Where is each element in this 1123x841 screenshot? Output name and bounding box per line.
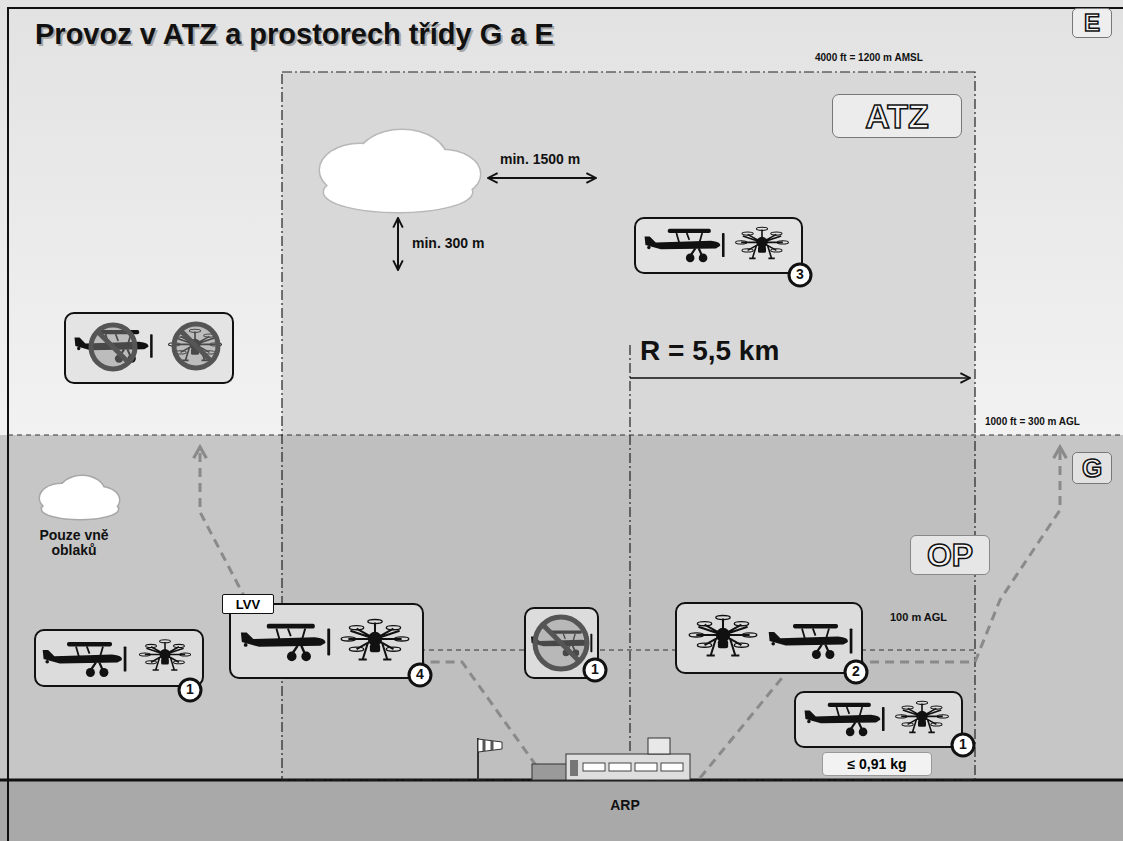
prohibited-box: [65, 313, 233, 383]
drone-icon: [341, 619, 409, 659]
frame: [8, 8, 1123, 841]
atz-upper-area: [282, 72, 975, 435]
node-text: LVV: [236, 598, 260, 611]
callout-number: 1: [186, 682, 194, 697]
windsock-stripes: [484, 740, 492, 751]
aircraft-group: [795, 692, 962, 747]
cloud: [320, 130, 480, 212]
drone-icon: [689, 615, 757, 655]
cloud-fill: [40, 476, 119, 519]
weight-tag: ≤ 0,91 kg: [822, 752, 932, 776]
prohibition-bar: [543, 625, 579, 661]
airport: [478, 738, 690, 780]
callout-number: 1: [959, 737, 967, 752]
node-text: OP: [927, 539, 973, 571]
aircraft-box: [230, 604, 423, 678]
node-text: ATZ: [865, 99, 929, 133]
callout-number: 2: [852, 664, 860, 679]
cloud-puff: [42, 499, 118, 519]
small-cloud: [40, 476, 119, 519]
node-text: E: [1084, 11, 1100, 35]
airspace-class-tag: G: [1072, 452, 1112, 484]
prohibition-sign: [174, 324, 218, 368]
cloud-puff: [324, 172, 472, 212]
node-text: G: [1082, 455, 1102, 481]
callout-number: 1: [591, 662, 599, 677]
diagram-title: Provoz v ATZ a prostorech třídy G a E: [35, 18, 554, 51]
drone-icon: [139, 640, 190, 670]
class-e-airspace: [0, 0, 1123, 435]
biplane-icon: [769, 624, 853, 659]
door: [570, 760, 578, 776]
annotation-label: 1000 ft = 300 m AGL: [985, 416, 1080, 427]
reference-point-label: ARP: [610, 798, 640, 813]
biplane-icon: [645, 229, 725, 263]
window: [609, 763, 631, 771]
cloud-outline: [40, 476, 119, 519]
drone-icon: [896, 701, 949, 732]
airspace-class-tag: E: [1072, 8, 1112, 38]
cloud-puff: [324, 172, 472, 212]
cloud-outline: [320, 130, 480, 212]
departure-path: [200, 447, 545, 778]
aircraft-box: [65, 313, 233, 383]
aircraft-group: [35, 630, 203, 686]
zone-tag: ATZ: [832, 94, 962, 138]
aircraft-box: [635, 218, 802, 273]
arp-axis: [629, 345, 630, 780]
window: [661, 763, 683, 771]
prohibition-bar: [181, 331, 211, 361]
annotation-label: R = 5,5 km: [640, 336, 779, 367]
hangar: [532, 764, 568, 780]
lvv-tag: LVV: [222, 594, 274, 614]
callout-circle: [845, 661, 867, 683]
annotation-label: 4000 ft = 1200 m AMSL: [815, 52, 923, 63]
annotation-label: Pouze vně oblaků: [26, 528, 122, 559]
prohibition-sign: [91, 325, 135, 369]
callout-circle: [789, 264, 811, 286]
cloud-fill: [320, 130, 480, 212]
biplane-icon: [43, 642, 127, 677]
callout-number: 3: [796, 267, 804, 282]
callout-circle: [952, 734, 974, 756]
callout-circle: [179, 679, 201, 701]
callout-number: 4: [416, 667, 424, 682]
zone-tag: OP: [910, 535, 990, 575]
aircraft-box: [35, 630, 203, 686]
window: [583, 763, 605, 771]
node-text: ≤ 0,91 kg: [847, 757, 906, 771]
aircraft-box: [676, 603, 862, 673]
cloud-puff: [42, 499, 118, 519]
windsock: [478, 739, 502, 752]
distance-arrow: [488, 177, 596, 179]
callout-circle: [409, 664, 431, 686]
aircraft-box: [795, 692, 962, 747]
distance-arrow: [397, 218, 399, 270]
prohibition-sign: [535, 617, 587, 669]
class-g-airspace: [0, 435, 1123, 780]
drone-icon: [736, 227, 789, 258]
annotation-label: min. 1500 m: [500, 152, 580, 167]
annotation-label: 100 m AGL: [890, 611, 947, 623]
callout-circle: [584, 659, 606, 681]
aircraft-group: [230, 604, 423, 678]
window: [635, 763, 657, 771]
aircraft-group: [635, 218, 802, 273]
prohibition-bar: [98, 332, 128, 362]
ground-band: [0, 780, 1123, 841]
altitude-boundary: [8, 435, 1123, 436]
aircraft-group: [676, 603, 862, 673]
biplane-icon: [241, 624, 330, 661]
callout-circles: [179, 264, 974, 756]
control-tower: [648, 738, 670, 754]
radius-arrow: [630, 377, 970, 379]
biplane-icon: [805, 703, 885, 737]
terminal: [566, 754, 690, 780]
annotation-label: min. 300 m: [412, 236, 484, 251]
